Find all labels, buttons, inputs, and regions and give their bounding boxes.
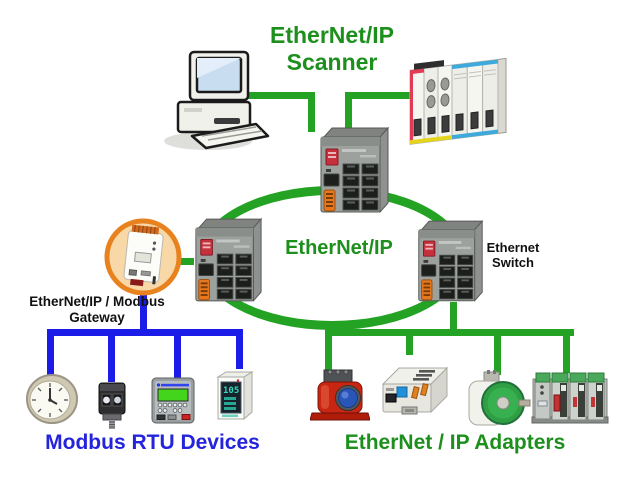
- scanner-title: EtherNet/IP Scanner: [212, 22, 452, 76]
- drop-encoder: [494, 329, 501, 375]
- modbus-gateway-icon: [104, 218, 182, 296]
- ring-label: EtherNet/IP: [285, 237, 393, 259]
- adapters-bus: [325, 329, 574, 336]
- ethernet-switch-label-line1: Ethernet: [486, 240, 540, 255]
- analog-gauge-icon: [26, 374, 78, 424]
- rotary-encoder-icon: [468, 370, 531, 426]
- remote-io-module-icon: [381, 366, 449, 415]
- drop-io-module: [406, 329, 413, 355]
- svg-text:105: 105: [223, 386, 239, 396]
- drop-controller: [174, 329, 181, 379]
- desktop-computer-icon: [164, 50, 270, 150]
- ethernet-switch-icon: [320, 127, 389, 213]
- ethernet-switch-label: Ethernet Switch: [468, 240, 558, 270]
- plc-rack-icon: [409, 57, 507, 145]
- keypad-controller-icon: [151, 377, 195, 424]
- gateway-label-line1: EtherNet/IP / Modbus: [29, 294, 165, 309]
- link-pc-horizontal: [248, 92, 312, 99]
- ethernet-switch-label-line2: Switch: [492, 254, 534, 270]
- photoelectric-sensor-icon: [98, 382, 126, 429]
- contactor-bank-icon: [531, 372, 609, 424]
- drop-panel-meter: [236, 329, 243, 369]
- link-plc-drop: [345, 92, 352, 132]
- gateway-label-line2: Gateway: [69, 310, 125, 325]
- modbus-devices-label: Modbus RTU Devices: [45, 431, 260, 454]
- link-gateway-switch: [180, 258, 194, 265]
- motor-actuator-icon: [310, 369, 370, 421]
- link-gateway-bus-drop: [140, 294, 147, 336]
- modbus-bus: [47, 329, 243, 336]
- scanner-title-line2: Scanner: [286, 49, 378, 75]
- link-plc-horizontal: [345, 92, 421, 99]
- drop-sensor: [108, 329, 115, 382]
- scanner-title-line1: EtherNet/IP: [270, 22, 394, 48]
- link-pc-drop: [308, 92, 315, 132]
- link-switch-bus-drop: [450, 302, 457, 335]
- adapters-label: EtherNet / IP Adapters: [344, 431, 566, 454]
- gateway-label: EtherNet/IP / Modbus Gateway: [14, 294, 180, 326]
- drop-contactors: [563, 329, 570, 373]
- drop-gauge: [47, 329, 54, 378]
- panel-meter-icon: 105: [216, 371, 254, 421]
- drop-motor: [325, 329, 332, 373]
